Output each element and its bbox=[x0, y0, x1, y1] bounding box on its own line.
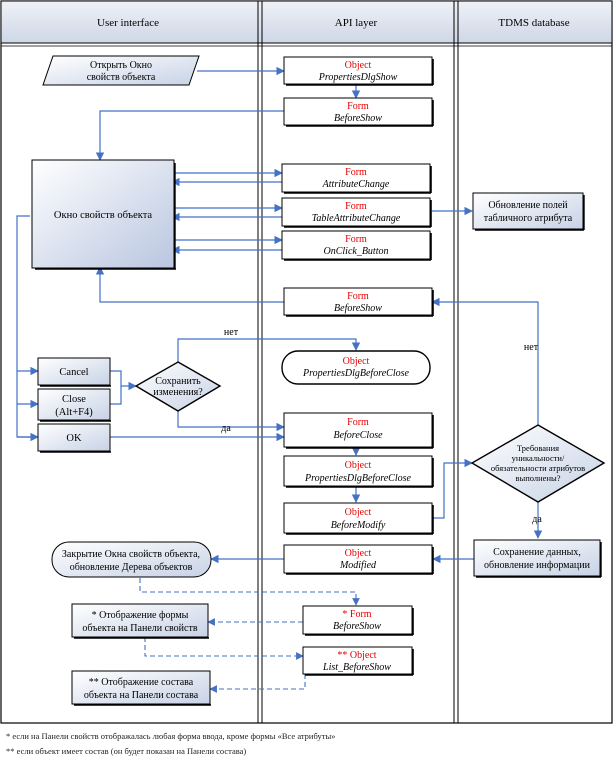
event-star-form-before-show: * Form BeforeShow bbox=[302, 605, 414, 636]
event-name: OnClick_Button bbox=[324, 246, 389, 257]
open-dialog-input: Открыть Окно свойств объекта bbox=[42, 55, 200, 86]
event-type: ** Object bbox=[337, 650, 376, 661]
event-name: BeforeModify bbox=[331, 520, 386, 531]
closing-terminator: Закрытие Окна свойств объекта, обновлени… bbox=[51, 541, 212, 578]
open-dialog-label-2: свойств объекта bbox=[87, 72, 156, 83]
event-name: List_BeforeShow bbox=[322, 662, 391, 673]
event-type: Form bbox=[345, 201, 367, 212]
properties-window-label: Окно свойств объекта bbox=[54, 210, 153, 221]
event-type: * Form bbox=[342, 609, 371, 620]
show-form-box: * Отображение формы объекта на Панели св… bbox=[71, 603, 209, 639]
show-composition-label-2: объекта на Панели состава bbox=[84, 690, 199, 701]
requirements-label-3: обязательности атрибутов bbox=[491, 463, 585, 473]
show-composition-box: ** Отображение состава объекта на Панели… bbox=[71, 670, 211, 706]
requirements-label-1: Требования bbox=[517, 443, 559, 453]
event-form-before-show: Form BeforeShow bbox=[283, 97, 434, 127]
update-fields-label-2: табличного атрибута bbox=[484, 213, 573, 224]
closing-label-2: обновление Дерева объектов bbox=[70, 562, 193, 573]
event-object-dlg-before-close: Object PropertiesDlgBeforeClose bbox=[283, 455, 434, 488]
event-type: Form bbox=[347, 417, 369, 428]
close-button[interactable]: Close (Alt+F4) bbox=[37, 388, 111, 422]
lane-header-ui: User interface bbox=[97, 17, 159, 29]
footnote-2: ** если объект имеет состав (он будет по… bbox=[6, 746, 247, 756]
event-name: BeforeShow bbox=[334, 303, 382, 314]
event-name: BeforeShow bbox=[334, 113, 382, 124]
event-name: Modified bbox=[339, 560, 377, 571]
event-name: BeforeShow bbox=[333, 621, 381, 632]
event-name: PropertiesDlgShow bbox=[318, 72, 398, 83]
event-name: PropertiesDlgBeforeClose bbox=[304, 473, 411, 484]
edge-label-yes-bottom: да bbox=[532, 514, 542, 525]
save-changes-decision: Сохранить изменения? bbox=[134, 361, 222, 412]
event-type: Object bbox=[345, 548, 372, 559]
event-table-attribute-change: Form TableAttributeChange bbox=[281, 197, 432, 228]
cancel-button[interactable]: Cancel bbox=[37, 357, 111, 387]
requirements-decision: Требования уникальности/ обязательности … bbox=[470, 424, 606, 503]
event-name: BeforeClose bbox=[333, 430, 383, 441]
lane-header-db: TDMS database bbox=[498, 17, 569, 29]
properties-window: Окно свойств объекта bbox=[31, 159, 176, 270]
event-dlg-before-close-terminator: Object PropertiesDlgBeforeClose bbox=[281, 350, 431, 385]
save-data-label-2: обновление информации bbox=[484, 560, 591, 571]
event-list-before-show: ** Object List_BeforeShow bbox=[302, 646, 414, 676]
save-decision-label-2: изменения? bbox=[153, 387, 203, 398]
update-table-fields-box: Обновление полей табличного атрибута bbox=[472, 192, 585, 231]
event-type: Object bbox=[345, 460, 372, 471]
ok-button-label: OK bbox=[66, 433, 82, 444]
event-onclick-button: Form OnClick_Button bbox=[281, 230, 432, 261]
show-form-label-2: объекта на Панели свойств bbox=[82, 623, 197, 634]
event-type: Form bbox=[347, 291, 369, 302]
event-type: Form bbox=[347, 101, 369, 112]
requirements-label-2: уникальности/ bbox=[512, 453, 565, 463]
event-type: Form bbox=[345, 234, 367, 245]
edge-label-yes-left: да bbox=[221, 423, 231, 434]
event-name: TableAttributeChange bbox=[312, 213, 401, 224]
event-type: Object bbox=[345, 507, 372, 518]
save-data-box: Сохранение данных, обновление информации bbox=[473, 539, 602, 578]
ok-button[interactable]: OK bbox=[37, 423, 111, 453]
event-attribute-change: Form AttributeChange bbox=[281, 163, 432, 194]
show-composition-label-1: ** Отображение состава bbox=[89, 677, 194, 688]
footnote-1: * если на Панели свойств отображалась лю… bbox=[6, 731, 336, 741]
event-type: Object bbox=[345, 60, 372, 71]
requirements-label-4: выполнены? bbox=[515, 473, 560, 483]
lane-header-api: API layer bbox=[335, 17, 378, 29]
save-decision-label-1: Сохранить bbox=[155, 376, 201, 387]
open-dialog-label-1: Открыть Окно bbox=[90, 60, 152, 71]
event-name: AttributeChange bbox=[322, 179, 390, 190]
close-button-label-1: Close bbox=[62, 394, 86, 405]
close-button-label-2: (Alt+F4) bbox=[55, 407, 93, 418]
show-form-label-1: * Отображение формы bbox=[92, 610, 189, 621]
save-data-label-1: Сохранение данных, bbox=[493, 547, 581, 558]
edge-label-no-top: нет bbox=[224, 327, 239, 338]
closing-label-1: Закрытие Окна свойств объекта, bbox=[62, 549, 200, 560]
event-form-before-show-2: Form BeforeShow bbox=[283, 287, 434, 317]
update-fields-label-1: Обновление полей bbox=[488, 200, 568, 211]
event-properties-dlg-show: Object PropertiesDlgShow bbox=[283, 56, 434, 86]
event-type: Form bbox=[345, 167, 367, 178]
event-modified: Object Modified bbox=[283, 544, 434, 575]
cancel-button-label: Cancel bbox=[59, 367, 88, 378]
edge-label-no-right: нет bbox=[524, 342, 539, 353]
event-name: PropertiesDlgBeforeClose bbox=[302, 368, 409, 379]
event-before-modify: Object BeforeModify bbox=[283, 502, 434, 535]
event-form-before-close: Form BeforeClose bbox=[283, 412, 434, 449]
event-type: Object bbox=[343, 356, 370, 367]
